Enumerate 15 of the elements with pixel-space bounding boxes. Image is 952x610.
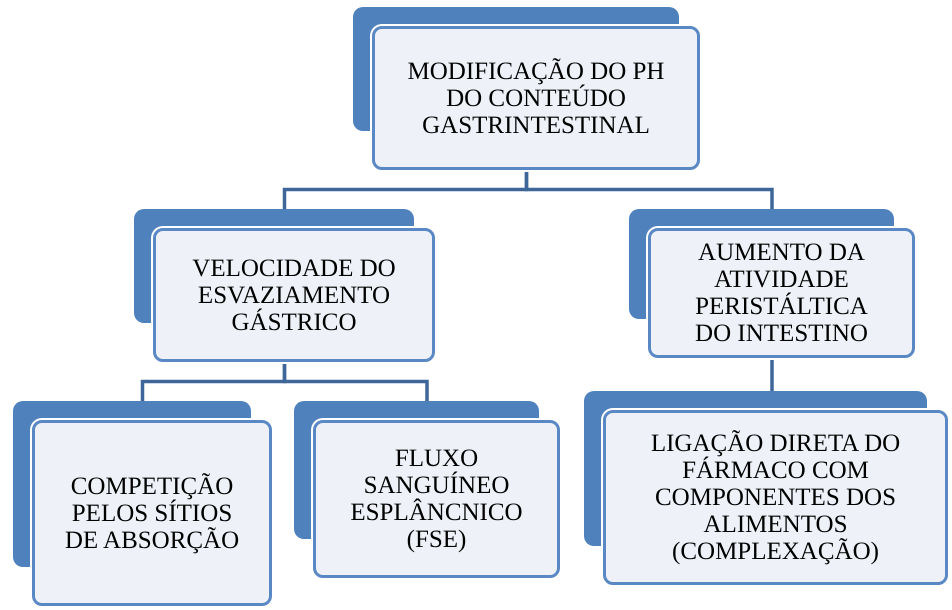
stacked-box xyxy=(134,209,435,362)
box-text: MODIFICAÇÃO DO PH DO CONTEÚDO GASTRINTESTINAL xyxy=(406,58,666,138)
connector-line xyxy=(524,170,774,209)
box-text: VELOCIDADE DO ESVAZIAMENTO GÁSTRICO xyxy=(191,254,397,336)
box-text: FLUXO SANGUÍNEO ESPLÂNCNICO (FSE) xyxy=(349,445,524,553)
box-text: LIGAÇÃO DIRETA DO FÁRMACO COM COMPONENTES DOS ALIMENTOS (COMPLEXAÇÃO) xyxy=(650,430,902,565)
stacked-box xyxy=(353,7,700,170)
box-text: AUMENTO DA ATIVIDADE PERISTÁLTICA DO INTESTINO xyxy=(694,239,869,347)
connector-line xyxy=(282,362,429,401)
stacked-box xyxy=(629,209,915,358)
stacked-box xyxy=(584,391,948,585)
stacked-box xyxy=(13,401,272,606)
stacked-box xyxy=(294,401,560,578)
box-text: COMPETIÇÃO PELOS SÍTIOS DE ABSORÇÃO xyxy=(64,472,240,554)
connector-line xyxy=(770,358,774,391)
